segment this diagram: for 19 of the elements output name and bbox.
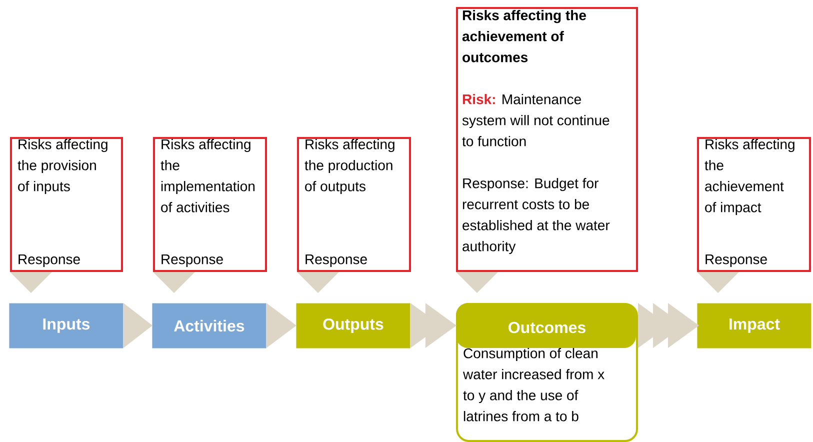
callout-pointer <box>10 272 52 293</box>
chevron-arrow <box>266 303 296 348</box>
stage-box: Inputs <box>9 303 124 348</box>
callout-pointer <box>697 272 739 293</box>
stage-box: Activities <box>152 303 266 348</box>
stage-box: Outputs <box>296 303 410 348</box>
risk-box: Risks affecting the implementation of activities Response <box>153 137 267 272</box>
risk-box: Risks affecting the achievement of outcomes Risk: Maintenance system will not continue to function Response: Budget for recurrent costs to be established at the water authority <box>456 7 638 272</box>
chevron-arrow <box>410 303 456 348</box>
callout-pointer <box>297 272 339 293</box>
risk-box: Risks affecting the achievement of impact Response <box>697 137 811 272</box>
chevron-arrow <box>638 303 699 348</box>
stage-box: Impact <box>697 303 812 348</box>
risk-box: Risks affecting the provision of inputs Response <box>10 137 123 272</box>
callout-pointer <box>153 272 195 293</box>
outcome-box: Outcomes Consumption of clean water increased from x to y and the use of latrines from a to b <box>456 303 638 442</box>
risk-box: Risks affecting the production of outputs Response <box>297 137 411 272</box>
callout-pointer <box>456 272 498 293</box>
chevron-arrow <box>123 303 152 348</box>
